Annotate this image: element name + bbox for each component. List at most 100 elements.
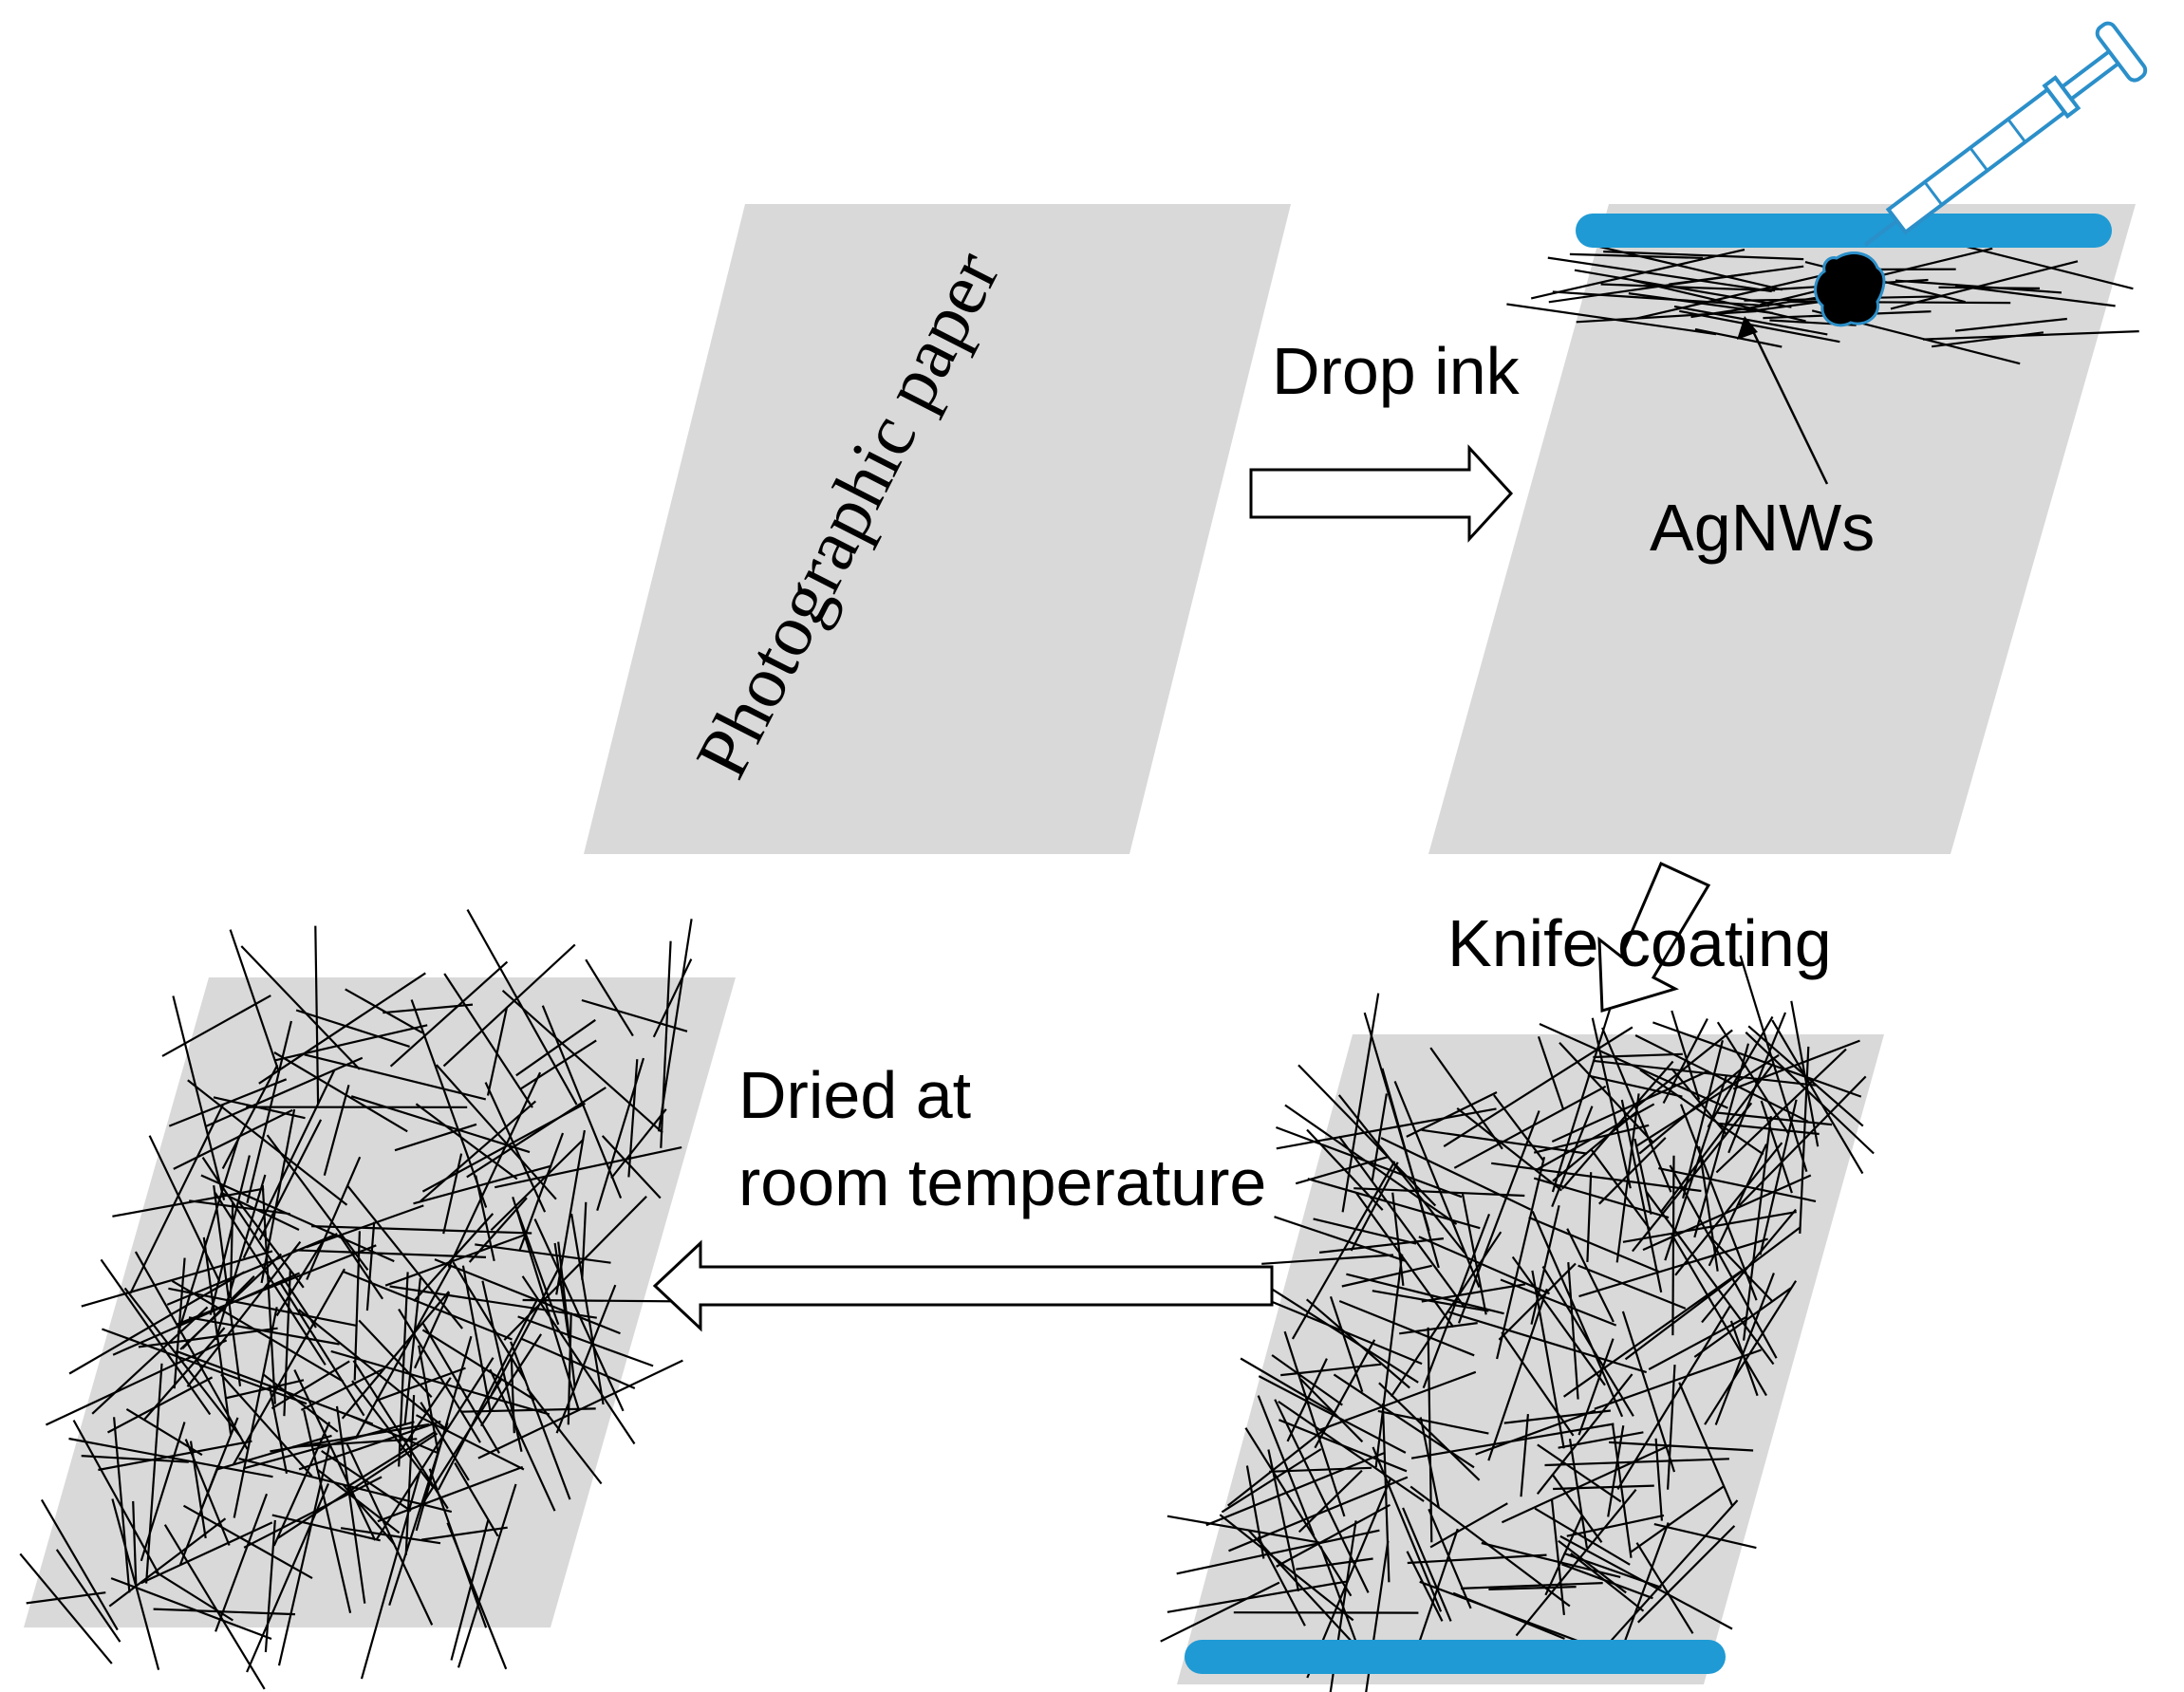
nanowire [1286,1358,1328,1442]
nanowire [490,1138,585,1232]
nanowire [1714,1273,1775,1425]
nanowire [1648,1315,1747,1370]
nanowire [1645,1191,1775,1366]
nanowire [314,925,320,1106]
nanowire [457,1483,517,1668]
nanowire [215,1493,269,1632]
nanowire [1461,1193,1487,1315]
nanowire [1381,1403,1391,1583]
nanowire [1456,1107,1562,1192]
nanowire [343,1271,513,1341]
nanowire [466,909,578,1106]
nanowire [1534,1507,1631,1566]
nanowire [1679,309,1840,344]
nanowire [1562,1270,1743,1398]
nanowire [652,958,693,1038]
nanowire [1551,1106,1594,1208]
nanowire [348,1430,437,1487]
nanowire [1520,1414,1529,1497]
nanowire [1895,279,2062,294]
knife-blade-icon [1576,214,2112,248]
agnws-wires-dried [19,909,693,1690]
nanowire [1493,1094,1544,1162]
nanowire [1577,1338,1615,1436]
nanowire [1612,1424,1633,1558]
nanowire [1568,1439,1588,1549]
nanowire [1544,1515,1583,1596]
nanowire [353,1231,361,1381]
ink-drop-icon [1814,251,1886,327]
nanowire [1693,1287,1792,1358]
arrow-knife-coating [1597,861,1711,1013]
nanowire [1533,1177,1670,1219]
nanowire [1669,1164,1778,1359]
nanowire [377,1465,524,1523]
nanowire [272,1422,331,1547]
nanowire [354,1265,453,1440]
nanowire [1297,1064,1437,1207]
nanowire [1669,265,1804,286]
nanowire [303,1409,352,1613]
nanowire [224,1379,305,1400]
nanowire [403,1277,421,1424]
nanowire [220,1373,313,1478]
nanowire [262,1373,339,1433]
nanowire [1350,1162,1399,1252]
nanowire [352,1360,449,1510]
nanowire [1501,1444,1671,1524]
nanowire [358,1319,433,1398]
nanowire [1346,1273,1504,1315]
nanowire [112,1272,301,1356]
nanowire [435,1064,557,1200]
nanowire [1577,1264,1687,1310]
nanowire [1501,1331,1575,1437]
nanowire [40,1498,119,1631]
nanowire [1167,1515,1322,1544]
nanowire [365,1221,376,1311]
nanowire [442,943,576,1068]
nanowire [1603,251,1804,261]
nanowire [1659,1063,1774,1214]
nanowire [1506,303,1717,336]
nanowire [489,1368,556,1512]
nanowire [526,1387,603,1485]
nanowire [1715,1048,1847,1174]
nanowire [1205,1451,1386,1527]
nanowire [1771,1019,1864,1175]
nanowire [1667,1365,1676,1490]
nanowire [1429,1502,1508,1549]
nanowire [1421,1128,1588,1155]
nanowire [1654,1438,1663,1521]
nanowire [1257,1395,1316,1536]
label-knife-coating: Knife coating [1447,906,1832,980]
nanowire [1498,1262,1577,1341]
nanowire [238,1457,453,1514]
nanowire [1639,1069,1764,1156]
nanowire [1219,1514,1354,1622]
nanowire [360,1471,421,1680]
nanowire [1708,1235,1773,1302]
nanowire [200,1174,395,1263]
nanowire [1247,1529,1353,1644]
nanowire [1574,269,1792,308]
nanowire [271,1360,350,1410]
nanowire [1407,1553,1547,1565]
nanowire [306,1156,362,1280]
nanowire [1443,1026,1633,1148]
nanowire [1353,1187,1525,1198]
nanowire [258,1119,323,1241]
nanowire [416,1414,525,1471]
nanowire [389,960,509,1068]
nanowire [1954,317,2067,332]
nanowire [1491,1162,1702,1193]
nanowire [512,1196,581,1411]
nanowire [188,1316,340,1346]
nanowire [298,1309,447,1430]
nanowire [1341,1264,1432,1288]
nanowire [179,1253,283,1350]
nanowire [172,995,226,1200]
label-drop-ink: Drop ink [1272,334,1521,408]
nanowire [1693,1043,1750,1238]
nanowire [123,1287,242,1439]
nanowire [316,1468,401,1534]
